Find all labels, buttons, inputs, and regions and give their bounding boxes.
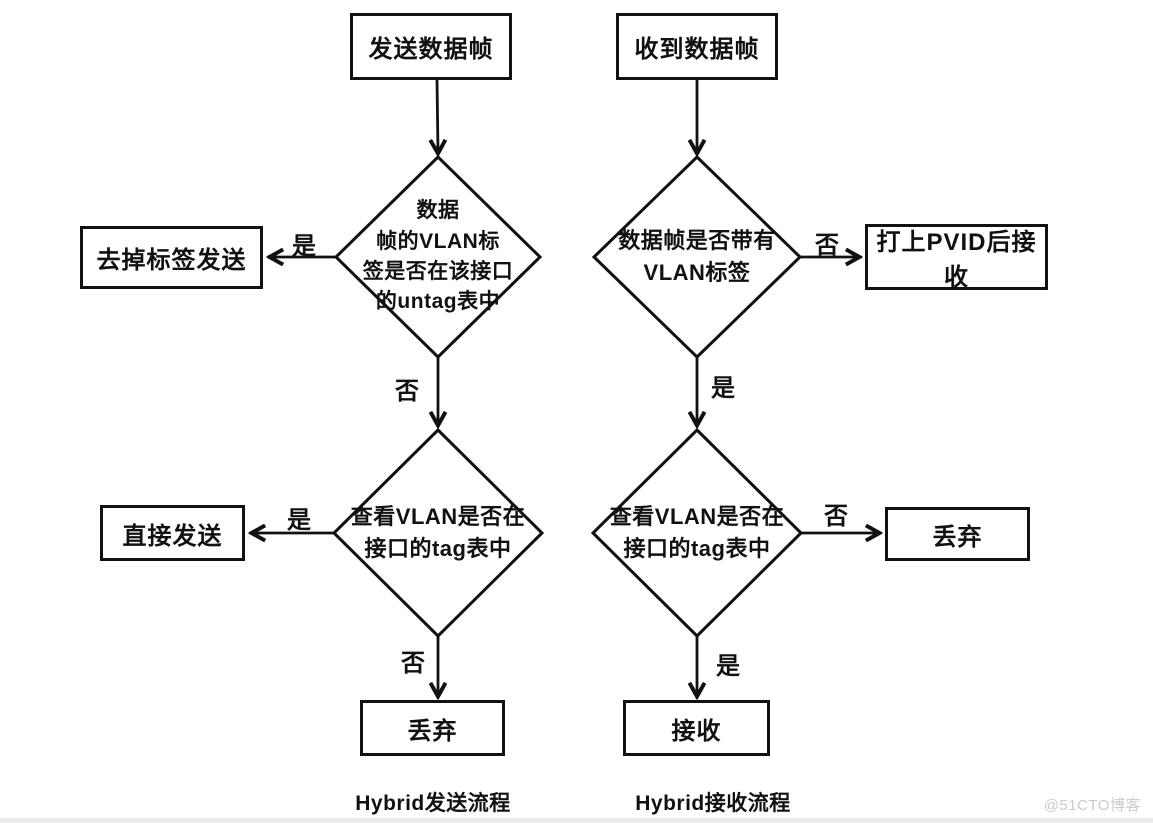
recv-decision2-text: 查看VLAN是否在 接口的tag表中: [609, 504, 785, 561]
send-start-box: 发送数据帧: [350, 13, 512, 80]
send-decision2-text: 查看VLAN是否在 接口的tag表中: [350, 504, 526, 561]
send-d2-yes-label: 是: [287, 507, 311, 534]
recv-discard-box: 丢弃: [885, 507, 1030, 561]
recv-d2-yes-label: 是: [716, 653, 740, 680]
edge-send-start-to-d1: [437, 79, 438, 152]
send-direct-box: 直接发送: [100, 505, 245, 561]
recv-d2-no-label: 否: [824, 503, 848, 530]
bottom-edge-strip: [0, 818, 1153, 823]
recv-d1-no-label: 否: [815, 232, 839, 259]
send-d2-no-label: 否: [401, 650, 425, 677]
recv-receive-box: 接收: [623, 700, 770, 756]
recv-flow-caption: Hybrid接收流程: [635, 792, 791, 815]
recv-start-box: 收到数据帧: [616, 13, 778, 80]
recv-decision1-text: 数据帧是否带有 VLAN标签: [618, 228, 776, 285]
send-flow-caption: Hybrid发送流程: [355, 792, 511, 815]
recv-d1-yes-label: 是: [711, 375, 735, 402]
send-decision1-text: 数据 帧的VLAN标 签是否在该接口 的untag表中: [362, 199, 514, 314]
51cto-watermark: @51CTO博客: [1043, 797, 1141, 814]
send-remove-tag-box: 去掉标签发送: [80, 226, 263, 289]
send-d1-yes-label: 是: [292, 233, 316, 260]
send-d1-no-label: 否: [395, 378, 419, 405]
send-discard-box: 丢弃: [360, 700, 505, 756]
recv-pvid-box: 打上PVID后接收: [865, 224, 1048, 291]
